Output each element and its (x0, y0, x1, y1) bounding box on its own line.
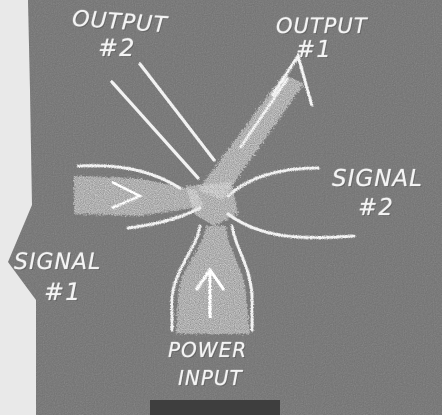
label-output-2: OUTPUT #2 (72, 12, 168, 60)
label-signal-1: SIGNAL #1 (14, 252, 101, 304)
label-power-input: POWER INPUT (168, 340, 247, 388)
label-output-2-line1: OUTPUT (71, 9, 168, 38)
label-signal-2: SIGNAL #2 (332, 168, 423, 220)
label-output-1-line1: OUTPUT (276, 16, 368, 37)
label-power-input-line2: INPUT (178, 368, 247, 388)
label-signal-1-line1: SIGNAL (14, 252, 101, 274)
label-signal-1-line2: #1 (44, 280, 101, 304)
label-output-2-line2: #2 (98, 36, 168, 60)
label-signal-2-line2: #2 (358, 197, 423, 220)
label-signal-2-line1: SIGNAL (332, 168, 423, 191)
label-power-input-line1: POWER (168, 340, 247, 360)
label-output-1: OUTPUT #1 (276, 16, 368, 62)
label-output-1-line2: #1 (296, 39, 368, 62)
bottom-shadow (150, 400, 280, 415)
